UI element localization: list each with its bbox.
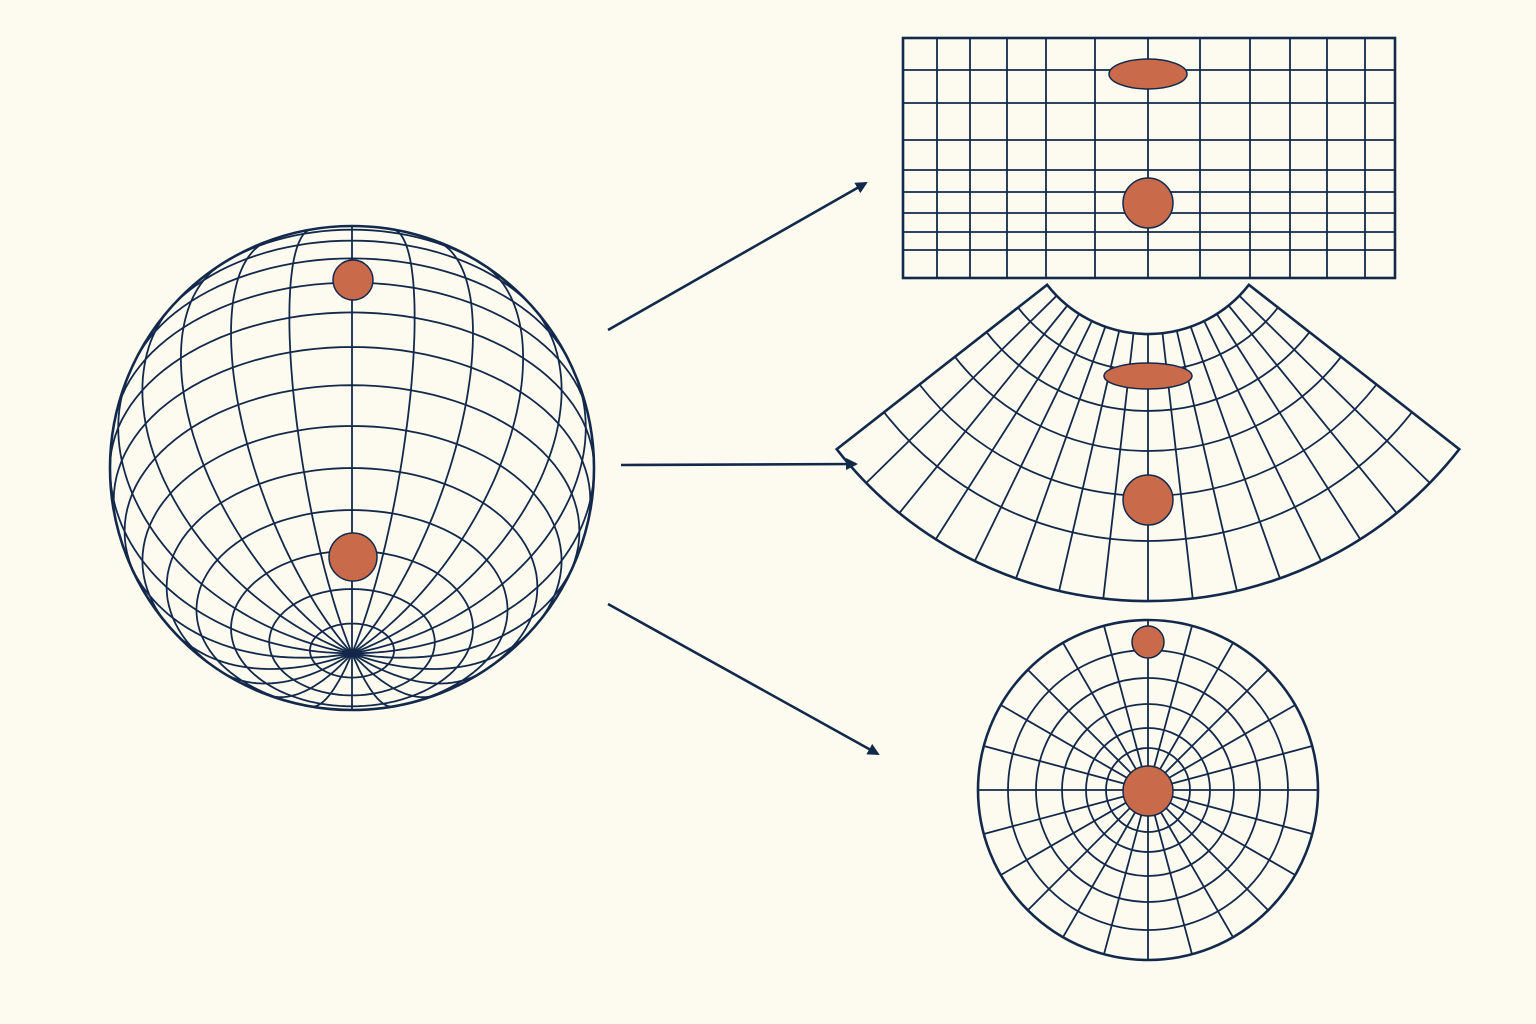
- arrow-to-azimuthal: [607, 602, 880, 756]
- conic-outline: [834, 282, 1462, 603]
- conic-marker-center: [1122, 474, 1174, 526]
- globe-meridian: [351, 652, 437, 699]
- arrow-to-cylindrical: [607, 181, 868, 332]
- azimuthal-marker-center: [1122, 765, 1174, 817]
- globe-meridian: [141, 303, 353, 655]
- globe-meridian: [169, 627, 353, 670]
- conic-marker-stretched: [1103, 362, 1193, 390]
- conic-meridian: [935, 313, 1080, 540]
- globe-meridian: [351, 263, 525, 655]
- globe-meridian: [267, 652, 353, 699]
- azimuthal-marker-top: [1131, 625, 1165, 659]
- azimuthal-meridian: [1103, 789, 1149, 955]
- azimuthal-meridian: [1147, 789, 1313, 835]
- globe-outline: [108, 224, 596, 712]
- globe-meridian: [351, 627, 535, 670]
- conic-meridian: [1189, 326, 1281, 579]
- azimuthal-projection: [976, 618, 1320, 962]
- azimuthal-meridian: [1147, 789, 1234, 938]
- azimuthal-meridian: [1000, 789, 1149, 876]
- globe-meridian: [126, 557, 353, 659]
- globe-grid: [110, 226, 594, 710]
- azimuthal-meridian: [1000, 704, 1149, 791]
- conic-meridian: [1015, 326, 1107, 579]
- conic-meridian: [865, 295, 1058, 484]
- cylindrical-marker-stretched: [1108, 58, 1188, 90]
- cylindrical-projection: [901, 36, 1397, 280]
- azimuthal-meridian: [1147, 625, 1193, 791]
- globe-meridian: [351, 557, 578, 659]
- globe-meridian: [351, 653, 395, 708]
- globe-marker-center: [328, 532, 378, 582]
- conic-meridian: [1203, 320, 1323, 562]
- azimuthal-meridian: [983, 745, 1149, 791]
- globe-meridian: [351, 228, 416, 654]
- azimuthal-meridian: [1147, 789, 1296, 876]
- globe-marker-north: [332, 259, 374, 301]
- azimuthal-meridian: [983, 789, 1149, 835]
- conic-meridian: [1216, 313, 1361, 540]
- azimuthal-meridian: [1062, 642, 1149, 791]
- globe-meridian: [288, 228, 353, 654]
- azimuthal-meridian: [1027, 789, 1149, 911]
- conic-grid: [865, 295, 1431, 601]
- globe-meridian: [220, 652, 353, 685]
- conic-meridian: [973, 320, 1093, 562]
- globe-meridian: [230, 240, 353, 654]
- conic-meridian: [1227, 304, 1398, 514]
- globe-meridian: [117, 372, 353, 655]
- projection-arrows: [607, 181, 880, 756]
- azimuthal-meridian: [1147, 669, 1269, 791]
- conic-projection: [834, 282, 1462, 603]
- azimuthal-meridian: [1062, 789, 1149, 938]
- conic-meridian: [898, 304, 1069, 514]
- azimuthal-meridian: [1147, 789, 1193, 955]
- azimuthal-meridian: [1147, 745, 1313, 791]
- cylindrical-marker-center: [1122, 177, 1174, 229]
- globe-meridian: [309, 653, 353, 708]
- globe-meridian: [351, 652, 484, 685]
- globe-meridian: [110, 467, 353, 655]
- conic-meridian: [1238, 295, 1431, 484]
- azimuthal-meridian: [1147, 789, 1269, 911]
- globe-meridian: [351, 467, 594, 655]
- globe: [108, 224, 596, 712]
- globe-meridian: [351, 372, 587, 655]
- cylindrical-outline: [901, 36, 1397, 280]
- azimuthal-grid: [978, 620, 1318, 960]
- azimuthal-meridian: [1147, 704, 1296, 791]
- azimuthal-outline: [976, 618, 1320, 962]
- globe-meridian: [179, 263, 353, 655]
- globe-meridian: [351, 303, 563, 655]
- globe-meridian: [351, 240, 474, 654]
- arrow-to-conic: [620, 458, 858, 471]
- azimuthal-meridian: [1027, 669, 1149, 791]
- azimuthal-meridian: [1103, 625, 1149, 791]
- azimuthal-meridian: [1147, 642, 1234, 791]
